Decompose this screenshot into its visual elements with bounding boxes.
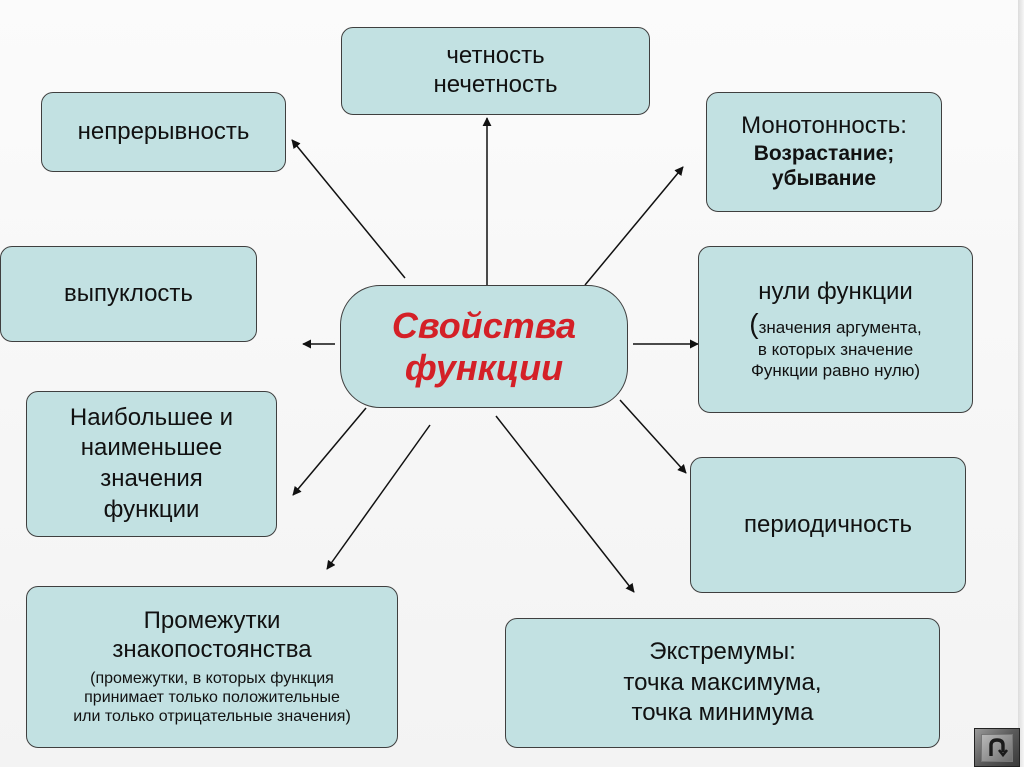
node-extrema: Экстремумы: точка максимума, точка миним…	[505, 618, 940, 748]
node-periodicity: периодичность	[690, 457, 966, 593]
extreme-values-line4: функции	[103, 495, 200, 523]
extreme-values-line3: значения	[100, 465, 203, 492]
monotonicity-line1: Монотонность:	[741, 112, 907, 140]
periodicity-label: периодичность	[744, 510, 912, 538]
node-zeros: нули функции (значения аргумента, в кото…	[698, 246, 973, 413]
zeros-line2-wrap: (значения аргумента,	[749, 307, 921, 341]
u-turn-back-icon	[981, 733, 1013, 762]
arrow-to-sign-intervals	[326, 424, 431, 570]
extreme-values-line2: наименьшее	[80, 434, 223, 462]
node-continuity: непрерывность	[41, 92, 286, 172]
extreme-values-line1: Наибольшее и	[69, 403, 234, 431]
sign-intervals-line4: принимает только положительные	[84, 689, 340, 707]
continuity-label: непрерывность	[77, 117, 250, 145]
central-title-line1: Свойства	[391, 305, 577, 347]
zeros-line1: нули функции	[758, 277, 913, 305]
slide-edge	[1018, 0, 1024, 767]
central-node-function-properties: Свойства функции	[340, 285, 628, 408]
zeros-line3: в которых значение	[757, 340, 914, 360]
parity-line1: четность	[446, 42, 545, 70]
arrow-to-extreme-values	[292, 407, 367, 496]
sign-intervals-line3: (промежутки, в которых функция	[90, 670, 334, 688]
return-button[interactable]	[974, 728, 1020, 767]
zeros-line2: значения аргумента,	[758, 317, 922, 337]
node-convexity: выпуклость	[0, 246, 257, 342]
node-parity: четность нечетность	[341, 27, 650, 115]
arrow-to-monotonicity	[584, 166, 684, 286]
sign-intervals-line2: знакопостоянства	[112, 636, 312, 664]
monotonicity-line3: убывание	[771, 167, 877, 191]
sign-intervals-line1: Промежутки	[143, 607, 281, 635]
extrema-line2: точка максимума,	[623, 668, 822, 696]
node-extreme-values: Наибольшее и наименьшее значения функции	[26, 391, 277, 537]
extrema-line3: точка минимума	[631, 699, 814, 727]
zeros-paren: (	[749, 307, 759, 339]
arrow-to-continuity	[291, 139, 406, 279]
node-monotonicity: Монотонность: Возрастание; убывание	[706, 92, 942, 212]
convexity-label: выпуклость	[64, 279, 193, 307]
zeros-line4: Функции равно нулю)	[750, 360, 921, 380]
monotonicity-line2: Возрастание;	[753, 142, 895, 166]
node-sign-intervals: Промежутки знакопостоянства (промежутки,…	[26, 586, 398, 748]
central-title-line2: функции	[404, 346, 564, 388]
arrow-to-extrema	[495, 415, 635, 593]
parity-line2: нечетность	[433, 71, 558, 98]
arrow-to-periodicity	[619, 399, 687, 474]
extrema-line1: Экстремумы:	[649, 637, 796, 665]
sign-intervals-line5: или только отрицательные значения)	[73, 708, 351, 726]
